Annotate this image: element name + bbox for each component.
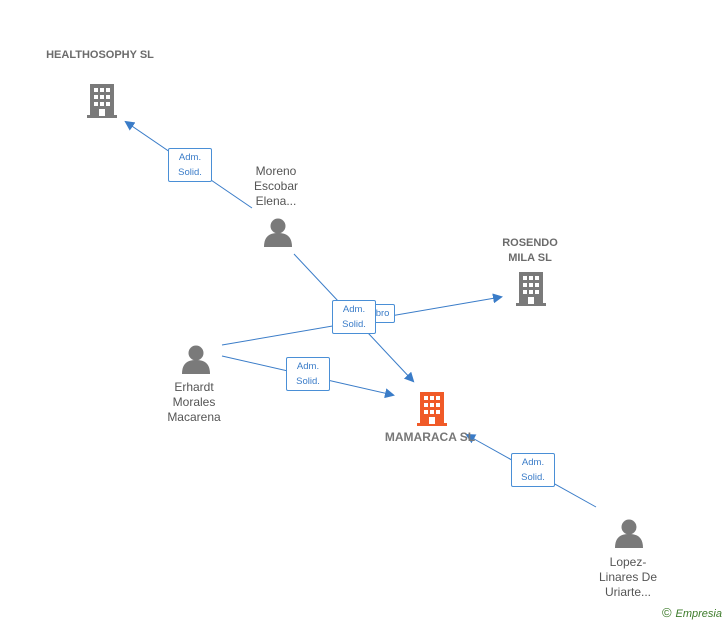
node-label-moreno[interactable]: Moreno Escobar Elena... [253, 164, 299, 208]
node-label-lopez[interactable]: Lopez-Linares De Uriarte... [598, 555, 658, 599]
edge-label-moreno-mamaraca: Adm. Solid. [332, 300, 376, 334]
copyright-symbol: © [661, 605, 672, 620]
edge-label-erhardt-mamaraca: Adm. Solid. [286, 357, 330, 391]
brand-name: Empresia [675, 608, 722, 620]
person-icon[interactable] [182, 345, 210, 375]
person-icon[interactable] [264, 218, 292, 248]
building-icon[interactable] [516, 272, 546, 306]
main-building-icon[interactable] [417, 392, 447, 426]
edge-label-lopez-mamaraca: Adm. Solid. [511, 453, 555, 487]
node-label-erhardt[interactable]: Erhardt Morales Macarena [167, 380, 221, 424]
building-icon[interactable] [87, 84, 117, 118]
node-label-mamaraca[interactable]: MAMARACA SL [384, 430, 476, 444]
node-label-rosendo[interactable]: ROSENDO MILA SL [502, 237, 558, 264]
empresia-watermark: ©Empresia [662, 605, 722, 620]
person-icon[interactable] [615, 519, 643, 549]
node-label-healthosophy[interactable]: HEALTHOSOPHY SL [46, 49, 154, 61]
edge-label-moreno-healthosophy: Adm. Solid. [168, 148, 212, 182]
